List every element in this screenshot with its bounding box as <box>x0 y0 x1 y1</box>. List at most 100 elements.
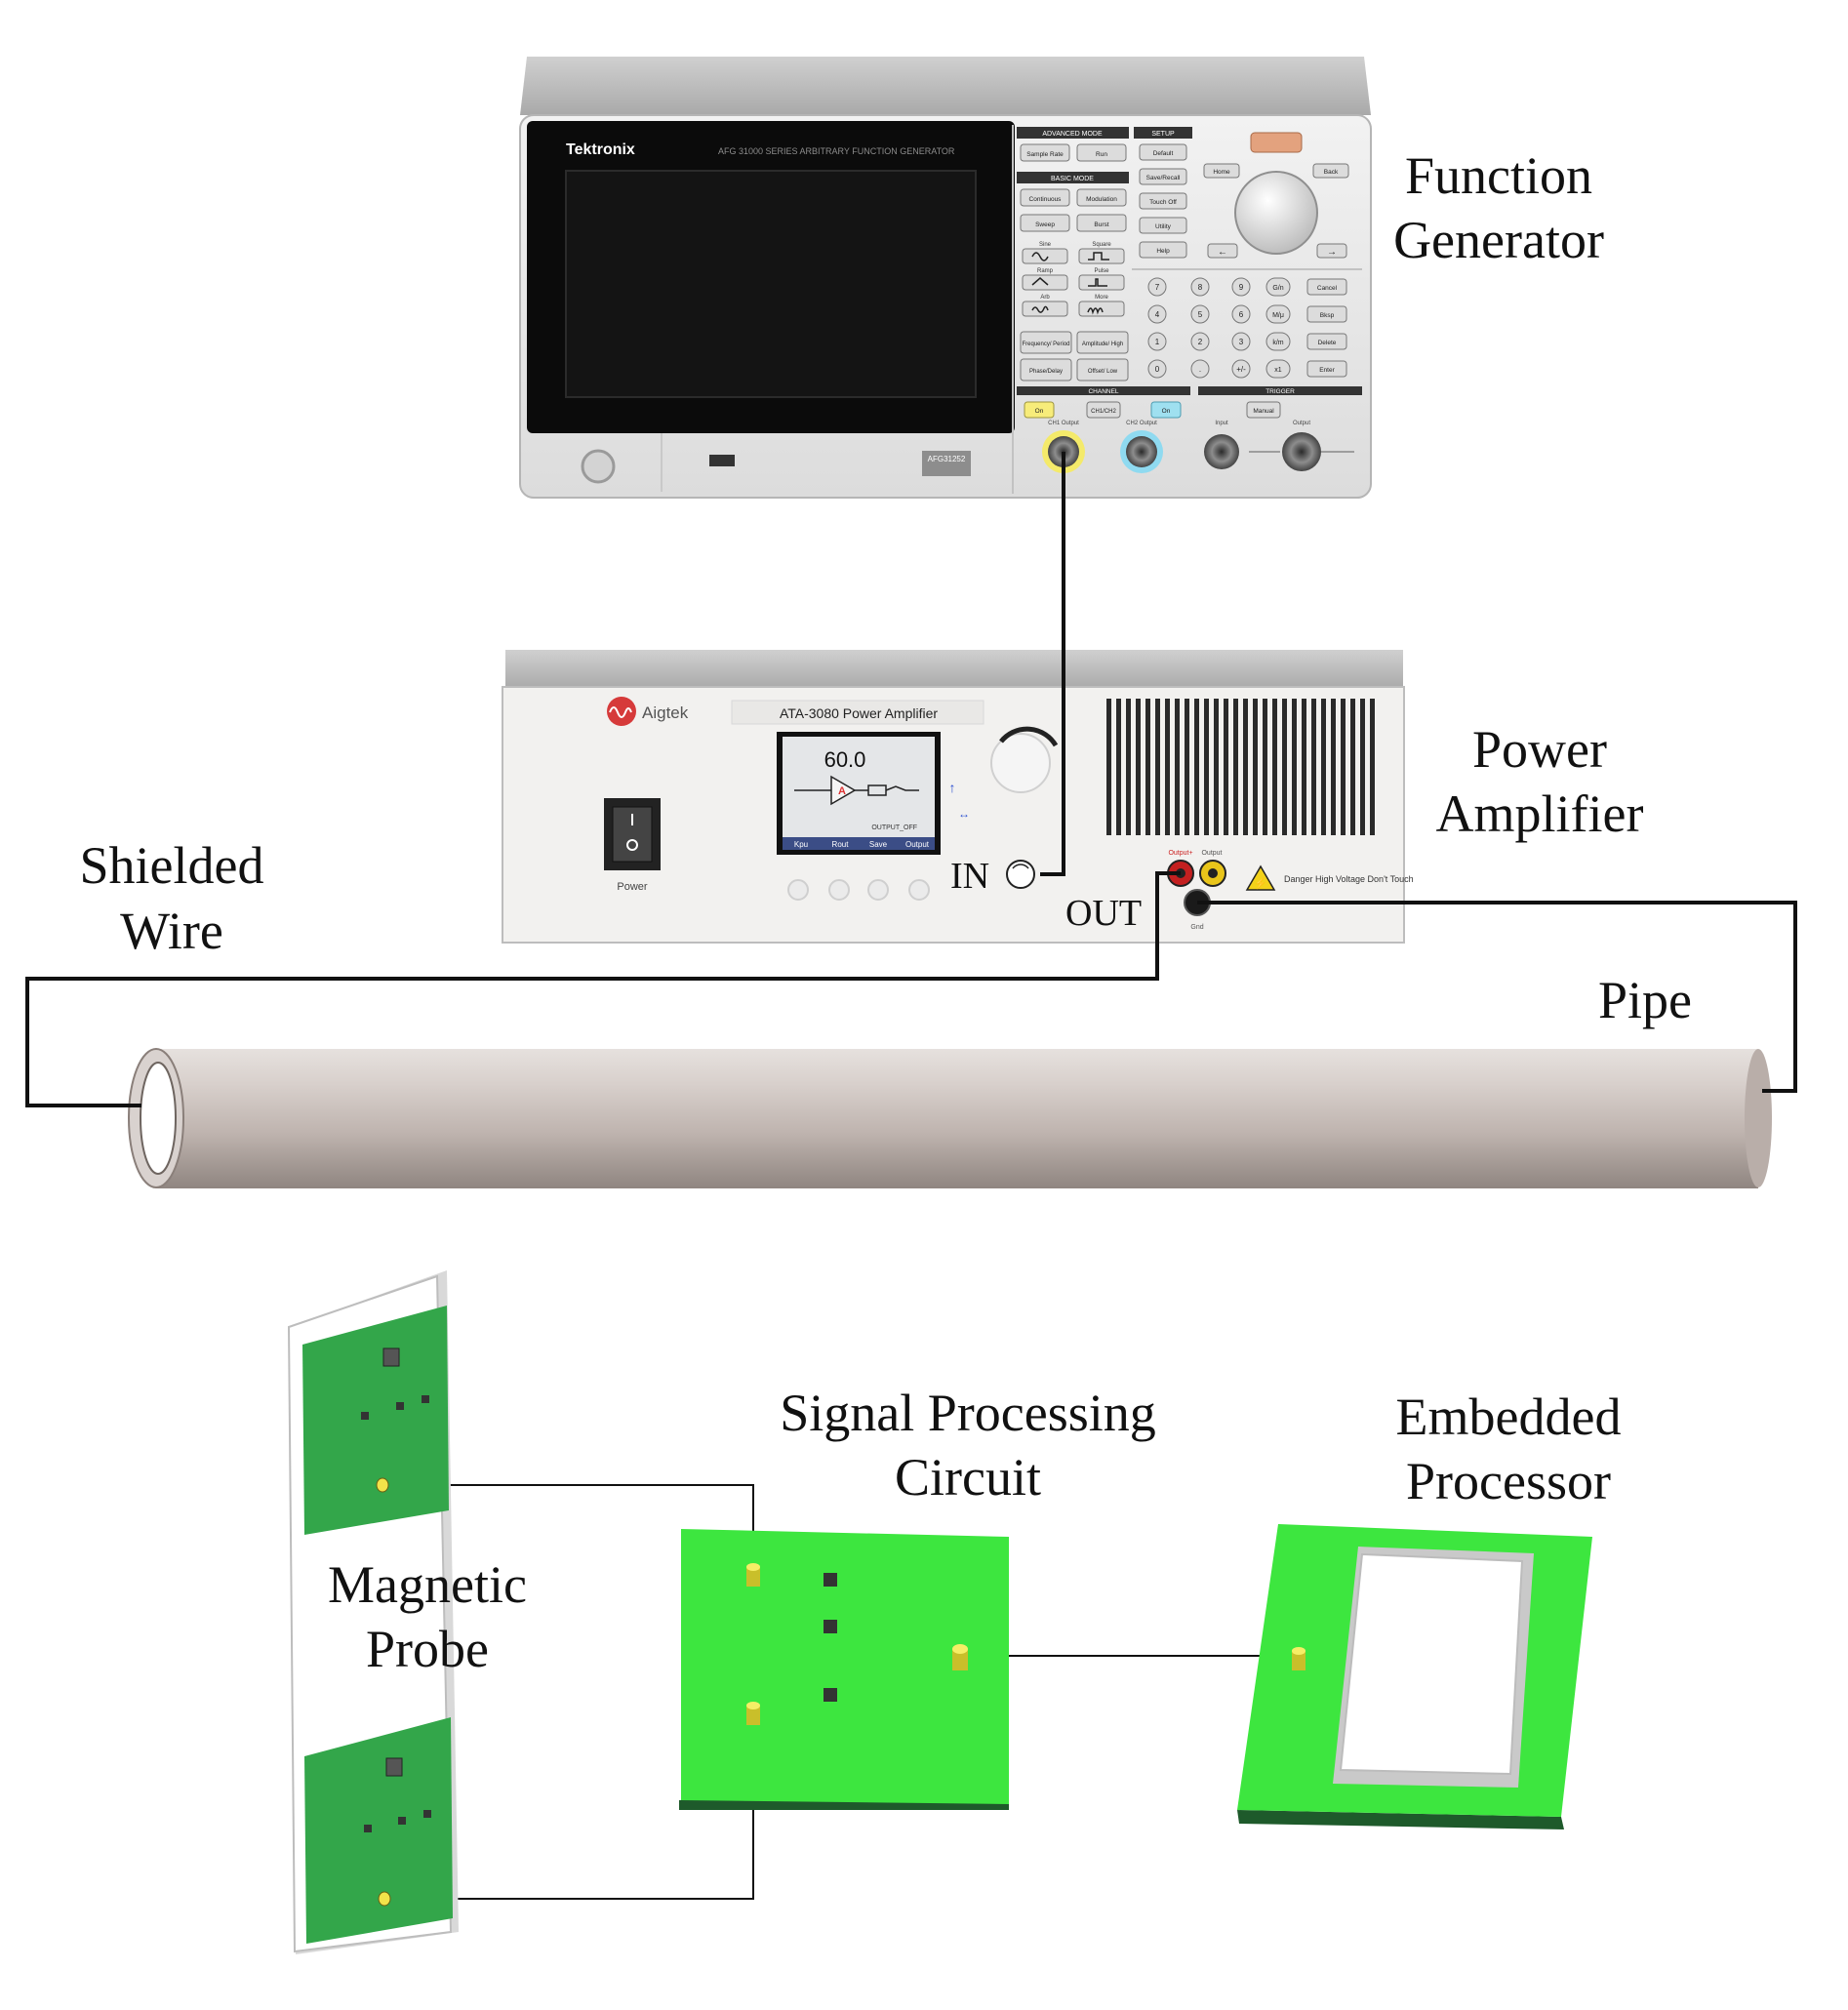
circuit-pin-2 <box>746 1706 760 1725</box>
bksp-button[interactable] <box>1306 305 1347 323</box>
right-arrow-button[interactable] <box>1316 243 1347 259</box>
phase-delay-button[interactable] <box>1020 358 1072 382</box>
svg-text:Modulation: Modulation <box>1086 196 1117 203</box>
svg-text:Enter: Enter <box>1319 367 1335 374</box>
unit-key-0[interactable] <box>1265 277 1291 297</box>
continuous-button[interactable] <box>1020 188 1070 207</box>
keypad-key-label: 8 <box>1198 283 1203 292</box>
label-function-generator-line1: Function <box>1405 146 1592 205</box>
sine-button[interactable] <box>1022 248 1068 264</box>
ch2-on-button[interactable] <box>1150 401 1182 419</box>
keypad-key-8[interactable] <box>1231 332 1251 351</box>
touch-off-button[interactable] <box>1139 192 1187 210</box>
left-arrow-button[interactable] <box>1207 243 1238 259</box>
keypad-key-label: 2 <box>1198 338 1203 346</box>
svg-text:Bksp: Bksp <box>1320 312 1335 319</box>
keypad-key-7[interactable] <box>1190 332 1210 351</box>
default-button[interactable] <box>1139 143 1187 161</box>
ch1-ch2-button[interactable] <box>1086 401 1121 419</box>
softkey-button-2[interactable] <box>828 879 850 901</box>
vent-slot <box>1126 699 1131 835</box>
svg-text:Run: Run <box>1096 151 1107 158</box>
sweep-button[interactable] <box>1020 214 1070 232</box>
keypad-key-11[interactable] <box>1231 359 1251 379</box>
label-embedded-processor-line2: Processor <box>1406 1452 1611 1510</box>
power-switch[interactable] <box>612 806 653 863</box>
keypad-key-5[interactable] <box>1231 304 1251 324</box>
save-recall-button[interactable] <box>1139 168 1187 185</box>
keypad-key-2[interactable] <box>1231 277 1251 297</box>
signal-processing-circuit <box>679 1529 1009 1810</box>
diagram-labels: Function Generator Power Amplifier Shiel… <box>80 146 1693 1678</box>
label-magnetic-probe-line2: Probe <box>366 1620 489 1678</box>
unit-key-1[interactable] <box>1265 304 1291 324</box>
svg-text:Input: Input <box>1215 421 1228 426</box>
vent-slot <box>1321 699 1326 835</box>
softkey-button-3[interactable] <box>867 879 889 901</box>
utility-button[interactable] <box>1139 217 1187 234</box>
offset-low-button[interactable] <box>1076 358 1129 382</box>
pulse-button[interactable] <box>1078 274 1125 291</box>
keypad-key-6[interactable] <box>1147 332 1167 351</box>
softkey-button-4[interactable] <box>908 879 930 901</box>
label-pipe: Pipe <box>1598 971 1692 1029</box>
keypad-key-0[interactable] <box>1147 277 1167 297</box>
keypad-key-10[interactable] <box>1190 359 1210 379</box>
help-button[interactable] <box>1139 241 1187 259</box>
aigtek-logo <box>607 697 636 726</box>
back-button[interactable] <box>1312 163 1349 179</box>
trigger-output-connector[interactable] <box>1282 432 1321 471</box>
keypad-key-4[interactable] <box>1190 304 1210 324</box>
ch1-on-button[interactable] <box>1024 401 1055 419</box>
keypad-key-label: 6 <box>1239 310 1244 319</box>
amplitude-high-button[interactable] <box>1076 331 1129 354</box>
keypad-key-3[interactable] <box>1147 304 1167 324</box>
unit-and-edit-keys: Cancel Bksp Delete Enter <box>1306 278 1347 378</box>
function-generator-knob[interactable] <box>1234 171 1318 255</box>
wires <box>25 452 1797 1107</box>
pipe-opening <box>140 1062 177 1175</box>
function-generator-screen <box>565 170 977 398</box>
svg-text:Help: Help <box>1156 248 1170 255</box>
vent-slot <box>1331 699 1336 835</box>
shielded-wire-out-plus <box>25 871 1181 1107</box>
processor-chip-top <box>1339 1552 1524 1776</box>
run-button[interactable] <box>1076 143 1127 162</box>
sample-rate-button[interactable] <box>1020 143 1070 162</box>
amplifier-display-value: 60.0 <box>824 747 866 772</box>
gnd-label: Gnd <box>1190 924 1203 931</box>
arb-button[interactable] <box>1022 301 1068 317</box>
keypad-key-1[interactable] <box>1190 277 1210 297</box>
function-generator-lid <box>520 57 1371 115</box>
keypad-key-label: +/- <box>1236 365 1246 374</box>
burst-button[interactable] <box>1076 214 1127 232</box>
processor-board-edge <box>1237 1810 1564 1829</box>
cancel-button[interactable] <box>1306 278 1347 296</box>
intellistep-button[interactable] <box>1250 132 1303 153</box>
svg-text:On: On <box>1035 408 1044 415</box>
ch2-output-connector[interactable] <box>1126 436 1157 467</box>
softkey-button-1[interactable] <box>787 879 809 901</box>
enter-button[interactable] <box>1306 360 1347 378</box>
keypad-key-label: 0 <box>1155 365 1160 374</box>
keypad-key-9[interactable] <box>1147 359 1167 379</box>
amplifier-knob[interactable] <box>990 733 1051 793</box>
svg-text:Delete: Delete <box>1318 340 1337 346</box>
unit-key-2[interactable] <box>1265 332 1291 351</box>
unit-key-3[interactable] <box>1265 359 1291 379</box>
vent-slot <box>1194 699 1199 835</box>
vent-slot <box>1263 699 1267 835</box>
label-embedded-processor-line1: Embedded <box>1396 1387 1622 1446</box>
modulation-button[interactable] <box>1076 188 1127 207</box>
trigger-input-connector[interactable] <box>1204 434 1239 469</box>
manual-trigger-button[interactable] <box>1246 401 1281 419</box>
svg-text:Burst: Burst <box>1094 221 1108 228</box>
svg-text:Sample Rate: Sample Rate <box>1026 151 1064 158</box>
function-generator-power-button[interactable] <box>581 449 616 484</box>
home-button[interactable] <box>1203 163 1240 179</box>
power-amplifier: Aigtek ATA-3080 Power Amplifier Power 60… <box>502 650 1414 944</box>
delete-button[interactable] <box>1306 333 1347 350</box>
frequency-period-button[interactable] <box>1020 331 1072 354</box>
svg-text:On: On <box>1162 408 1171 415</box>
high-voltage-warning: Danger High Voltage Don't Touch <box>1284 874 1414 884</box>
